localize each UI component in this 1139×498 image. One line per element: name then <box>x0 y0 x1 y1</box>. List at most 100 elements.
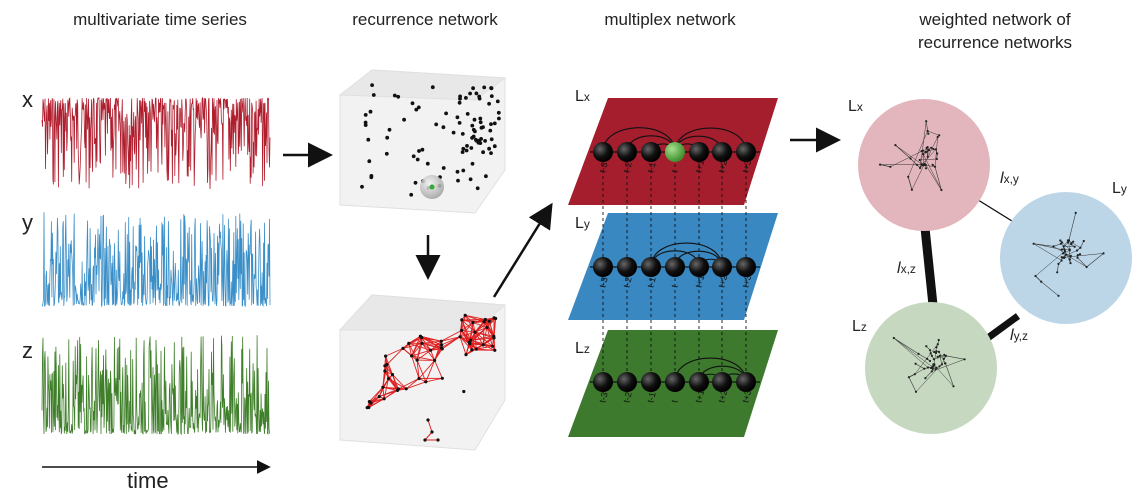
recurrence-edge <box>408 335 421 344</box>
recurrence-node <box>464 353 468 357</box>
mini-net-node <box>933 165 937 168</box>
recurrence-edge <box>420 335 442 342</box>
mini-net-edge <box>890 150 924 168</box>
mini-net-node <box>935 350 938 353</box>
cloud-point <box>368 109 373 114</box>
network-label-z: Lz <box>852 318 867 335</box>
cloud-point <box>434 122 439 127</box>
cloud-point <box>482 85 487 90</box>
cloud-point <box>371 93 376 97</box>
cloud-point <box>460 132 465 136</box>
cloud-point <box>409 192 414 197</box>
recurrence-node <box>401 346 405 350</box>
recurrence-cube-bottom <box>338 294 507 451</box>
cloud-point <box>464 148 469 153</box>
cloud-point <box>483 139 487 143</box>
recurrence-node <box>369 401 373 405</box>
mini-net-node <box>892 336 895 340</box>
recurrence-cube-top <box>338 69 507 214</box>
cloud-point <box>456 178 460 183</box>
cloud-point <box>369 175 374 180</box>
recurrence-edge <box>416 359 427 382</box>
title-weighted-network-line1: weighted network of <box>919 10 1071 29</box>
node-time-label: t <box>669 283 679 288</box>
recurrence-edge <box>459 336 473 351</box>
node-time-label: t-1 <box>645 276 657 289</box>
recurrence-node <box>458 335 462 339</box>
recurrence-edge <box>384 365 389 379</box>
mini-net-node <box>1067 241 1070 244</box>
mini-net-node <box>909 157 912 160</box>
mini-net-edge <box>895 144 923 165</box>
recurrence-edge <box>430 348 443 351</box>
mini-net-edge <box>925 164 942 191</box>
cloud-point <box>414 107 419 112</box>
recurrence-edge <box>411 355 420 379</box>
mini-net-node <box>1056 271 1059 274</box>
mini-net-node <box>1066 239 1070 242</box>
recurrence-edge <box>384 356 387 366</box>
recurrence-edge <box>370 396 380 404</box>
mini-net-node <box>1075 249 1079 252</box>
mini-net-node <box>907 376 911 379</box>
mini-net-node <box>932 148 935 151</box>
recurrence-node <box>382 397 386 401</box>
cloud-point <box>384 151 389 156</box>
mini-net-node <box>935 157 938 161</box>
recurrence-edge <box>405 378 420 390</box>
recurrence-edge <box>388 378 407 390</box>
mini-net-node <box>1068 258 1071 261</box>
recurrence-edge <box>408 343 418 361</box>
node-time-label: t-1 <box>645 391 657 404</box>
mini-net-node <box>1069 254 1072 257</box>
mini-net-node <box>925 150 929 153</box>
mini-net-node <box>936 135 939 139</box>
layer-node <box>641 372 661 392</box>
recurrence-edge <box>474 317 495 333</box>
recurrence-node <box>417 376 421 381</box>
cloud-point <box>479 137 483 141</box>
recurrence-node <box>415 358 419 362</box>
mini-net-edge <box>939 355 943 365</box>
mini-net-edge <box>1086 253 1104 268</box>
recurrence-edge <box>370 387 384 404</box>
layer-node <box>689 372 709 392</box>
cloud-point <box>402 117 406 122</box>
cloud-point <box>458 96 462 101</box>
recurrence-node <box>485 325 489 329</box>
cloud-point <box>363 123 368 127</box>
cloud-point <box>470 123 475 128</box>
recurrence-edge <box>383 378 389 399</box>
node-time-label: t+2 <box>716 274 729 289</box>
x-time-series-line <box>41 96 271 190</box>
mini-net-edge <box>927 150 929 157</box>
mini-net-node <box>1062 245 1065 248</box>
mini-net-node <box>920 150 923 153</box>
mini-net-edge <box>919 158 937 161</box>
mini-net-edge <box>1067 240 1081 248</box>
mini-net-edge <box>918 353 928 360</box>
cloud-point <box>451 130 456 135</box>
mini-net-node <box>915 163 919 166</box>
node-time-label: t+3 <box>740 274 753 289</box>
recurrence-edge <box>483 321 495 337</box>
recurrence-edge <box>385 347 404 357</box>
mini-net-edge <box>908 377 917 392</box>
mini-net-node <box>938 354 941 357</box>
mini-net-edge <box>927 130 940 136</box>
mini-net-edge <box>922 149 937 165</box>
recurrence-node <box>460 328 464 332</box>
recurrence-node <box>490 344 495 348</box>
mini-net-node <box>935 346 938 349</box>
mini-net-node <box>934 368 937 371</box>
mini-net-node <box>933 363 936 366</box>
mini-net-edge <box>893 337 936 370</box>
node-time-label: t+3 <box>740 389 753 404</box>
mini-net-node <box>914 362 917 365</box>
recurrence-edge <box>434 360 443 379</box>
mini-net-node <box>1072 240 1075 243</box>
cloud-point <box>488 128 493 133</box>
mini-net-node <box>1060 259 1063 262</box>
mini-net-node <box>927 149 930 152</box>
network-y-circle <box>1000 192 1132 324</box>
